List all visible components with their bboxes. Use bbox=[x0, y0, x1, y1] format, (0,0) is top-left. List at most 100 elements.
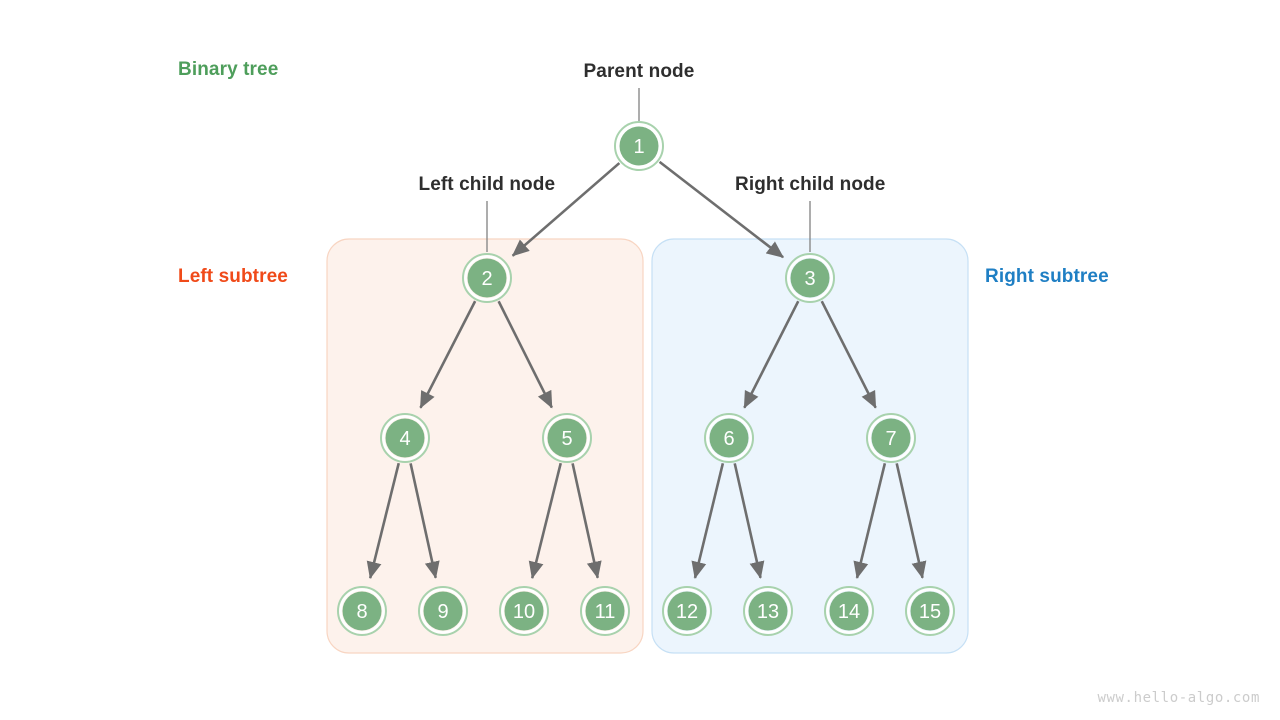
node-disc bbox=[423, 591, 463, 631]
node-outer-ring bbox=[462, 253, 512, 303]
node-outer-ring bbox=[542, 413, 592, 463]
node-disc bbox=[709, 418, 749, 458]
node-inner-ring bbox=[616, 123, 662, 169]
node-disc bbox=[547, 418, 587, 458]
node-inner-ring bbox=[745, 588, 791, 634]
tree-edge bbox=[733, 463, 765, 579]
page-title: Binary tree bbox=[178, 59, 279, 80]
tree-node-1[interactable]: 1 bbox=[614, 121, 664, 171]
node-outer-ring bbox=[662, 586, 712, 636]
tree-node-8[interactable]: 8 bbox=[337, 586, 387, 636]
node-inner-ring bbox=[868, 415, 914, 461]
subtree-panels bbox=[326, 238, 969, 654]
tree-edge bbox=[853, 462, 887, 579]
node-outer-ring bbox=[704, 413, 754, 463]
node-disc bbox=[910, 591, 950, 631]
node-value: 9 bbox=[437, 601, 448, 623]
node-outer-ring bbox=[743, 586, 793, 636]
tree-edge bbox=[691, 462, 725, 579]
tree-edge bbox=[366, 462, 400, 580]
node-disc bbox=[385, 418, 425, 458]
node-outer-ring bbox=[380, 413, 430, 463]
tree-node-7[interactable]: 7 bbox=[866, 413, 916, 463]
node-inner-ring bbox=[907, 588, 953, 634]
tree-edge bbox=[528, 462, 562, 580]
tree-node-2[interactable]: 2 bbox=[462, 253, 512, 303]
node-value: 15 bbox=[919, 601, 941, 623]
node-value: 3 bbox=[804, 268, 815, 290]
node-inner-ring bbox=[664, 588, 710, 634]
node-outer-ring bbox=[614, 121, 664, 171]
node-inner-ring bbox=[787, 255, 833, 301]
node-disc bbox=[585, 591, 625, 631]
node-value: 10 bbox=[513, 601, 535, 623]
node-outer-ring bbox=[337, 586, 387, 636]
tree-node-14[interactable]: 14 bbox=[824, 586, 874, 636]
node-outer-ring bbox=[418, 586, 468, 636]
node-value: 7 bbox=[885, 428, 896, 450]
node-value: 2 bbox=[481, 268, 492, 290]
node-disc bbox=[619, 126, 659, 166]
tree-edge bbox=[511, 162, 621, 257]
node-disc bbox=[829, 591, 869, 631]
annotation-leader-lines bbox=[486, 88, 811, 252]
parent-node-label: Parent node bbox=[583, 61, 695, 82]
node-inner-ring bbox=[339, 588, 385, 634]
node-outer-ring bbox=[785, 253, 835, 303]
tree-node-10[interactable]: 10 bbox=[499, 586, 549, 636]
node-inner-ring bbox=[582, 588, 628, 634]
tree-edge bbox=[571, 463, 602, 579]
node-outer-ring bbox=[499, 586, 549, 636]
tree-node-15[interactable]: 15 bbox=[905, 586, 955, 636]
node-inner-ring bbox=[382, 415, 428, 461]
node-disc bbox=[871, 418, 911, 458]
watermark: www.hello-algo.com bbox=[1097, 690, 1260, 706]
node-value: 1 bbox=[633, 136, 644, 158]
node-disc bbox=[748, 591, 788, 631]
node-value: 4 bbox=[399, 428, 410, 450]
tree-edge bbox=[743, 300, 800, 409]
node-outer-ring bbox=[905, 586, 955, 636]
left-child-node-label: Left child node bbox=[418, 174, 556, 195]
node-inner-ring bbox=[464, 255, 510, 301]
tree-node-3[interactable]: 3 bbox=[785, 253, 835, 303]
tree-node-4[interactable]: 4 bbox=[380, 413, 430, 463]
node-outer-ring bbox=[824, 586, 874, 636]
node-value: 6 bbox=[723, 428, 734, 450]
tree-edge bbox=[419, 300, 477, 409]
tree-edge bbox=[409, 463, 440, 579]
tree-edge bbox=[497, 300, 553, 409]
node-outer-ring bbox=[866, 413, 916, 463]
tree-node-12[interactable]: 12 bbox=[662, 586, 712, 636]
tree-edge bbox=[895, 463, 927, 579]
tree-node-5[interactable]: 5 bbox=[542, 413, 592, 463]
right-child-node-label: Right child node bbox=[735, 174, 886, 195]
tree-node-6[interactable]: 6 bbox=[704, 413, 754, 463]
node-value: 5 bbox=[561, 428, 572, 450]
node-inner-ring bbox=[826, 588, 872, 634]
node-disc bbox=[504, 591, 544, 631]
node-disc bbox=[667, 591, 707, 631]
node-value: 12 bbox=[676, 601, 698, 623]
node-value: 14 bbox=[838, 601, 860, 623]
tree-node-13[interactable]: 13 bbox=[743, 586, 793, 636]
node-value: 8 bbox=[356, 601, 367, 623]
tree-edge bbox=[820, 300, 877, 409]
node-inner-ring bbox=[420, 588, 466, 634]
node-disc bbox=[342, 591, 382, 631]
tree-edge bbox=[658, 160, 784, 259]
tree-edges bbox=[366, 160, 927, 580]
right-subtree-label: Right subtree bbox=[985, 266, 1109, 287]
node-inner-ring bbox=[501, 588, 547, 634]
node-outer-ring bbox=[580, 586, 630, 636]
left-subtree-panel bbox=[326, 238, 644, 654]
node-value: 11 bbox=[595, 601, 616, 623]
node-inner-ring bbox=[544, 415, 590, 461]
tree-node-11[interactable]: 11 bbox=[580, 586, 630, 636]
node-inner-ring bbox=[706, 415, 752, 461]
node-disc bbox=[467, 258, 507, 298]
tree-node-9[interactable]: 9 bbox=[418, 586, 468, 636]
